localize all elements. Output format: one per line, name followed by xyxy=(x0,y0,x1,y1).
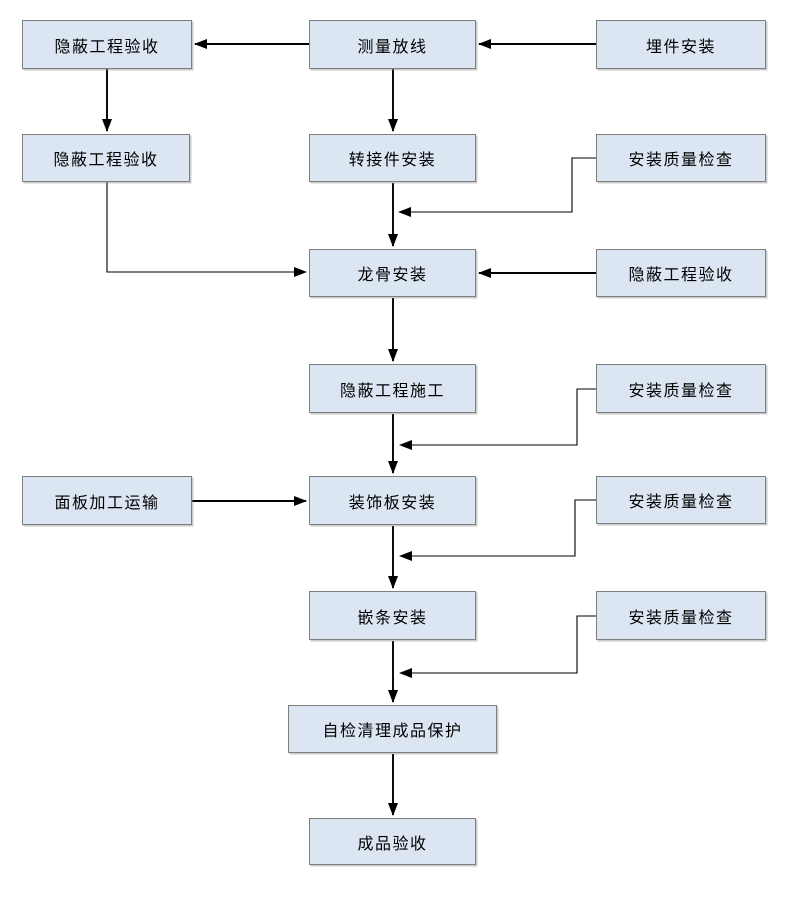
flow-node-label: 安装质量检查 xyxy=(628,382,734,400)
flow-node-label: 安装质量检查 xyxy=(628,494,734,511)
connector-quality-check-2-to-construction-decor-flow xyxy=(399,388,596,450)
flow-node-label: 装饰板安装 xyxy=(348,494,437,512)
flow-node-label: 成品验收 xyxy=(357,835,428,853)
flow-node-label: 安装质量检查 xyxy=(628,152,734,169)
flow-node-decor-panel-install: 装饰板安装 xyxy=(309,476,476,525)
flow-node-concealed-acceptance-a: 隐蔽工程验收 xyxy=(22,20,192,69)
flow-node-adapter-install: 转接件安装 xyxy=(309,134,476,182)
flow-node-trim-install: 嵌条安装 xyxy=(309,591,476,640)
flow-node-label: 转接件安装 xyxy=(348,152,437,169)
connector-quality-check-3-to-decor-trim-flow xyxy=(399,499,596,561)
flow-node-panel-processing: 面板加工运输 xyxy=(22,476,192,525)
flow-node-embed-install: 埋件安装 xyxy=(596,20,766,69)
flow-node-quality-check-1: 安装质量检查 xyxy=(596,134,766,182)
flow-node-quality-check-4: 安装质量检查 xyxy=(596,591,766,640)
flow-node-label: 隐蔽工程验收 xyxy=(54,38,160,56)
flow-node-label: 自检清理成品保护 xyxy=(322,723,463,740)
flow-node-quality-check-2: 安装质量检查 xyxy=(596,364,766,413)
flow-node-label: 隐蔽工程验收 xyxy=(53,152,159,169)
connector-quality-check-1-to-adapter-keel-flow xyxy=(398,157,596,217)
connector-concealed-acceptance-b-to-keel-install xyxy=(106,182,307,277)
flow-node-keel-install: 龙骨安装 xyxy=(309,249,476,297)
flow-node-label: 隐蔽工程验收 xyxy=(628,267,734,284)
flow-node-label: 埋件安装 xyxy=(645,38,716,56)
flow-node-label: 嵌条安装 xyxy=(357,609,428,627)
flow-node-survey-layout: 测量放线 xyxy=(309,20,476,69)
connector-quality-check-4-to-trim-selfcheck-flow xyxy=(399,615,596,678)
flow-node-concealed-acceptance-c: 隐蔽工程验收 xyxy=(596,249,766,297)
flow-node-label: 隐蔽工程施工 xyxy=(339,382,445,400)
flow-node-quality-check-3: 安装质量检查 xyxy=(596,476,766,524)
flow-node-label: 面板加工运输 xyxy=(54,494,160,512)
flow-node-concealed-construction: 隐蔽工程施工 xyxy=(309,364,476,413)
flow-node-label: 测量放线 xyxy=(357,38,428,56)
flow-node-label: 安装质量检查 xyxy=(628,609,734,627)
flow-node-self-check-protection: 自检清理成品保护 xyxy=(288,705,497,753)
flow-node-final-acceptance: 成品验收 xyxy=(309,818,476,865)
flow-node-concealed-acceptance-b: 隐蔽工程验收 xyxy=(22,134,190,182)
flow-node-label: 龙骨安装 xyxy=(357,267,428,284)
